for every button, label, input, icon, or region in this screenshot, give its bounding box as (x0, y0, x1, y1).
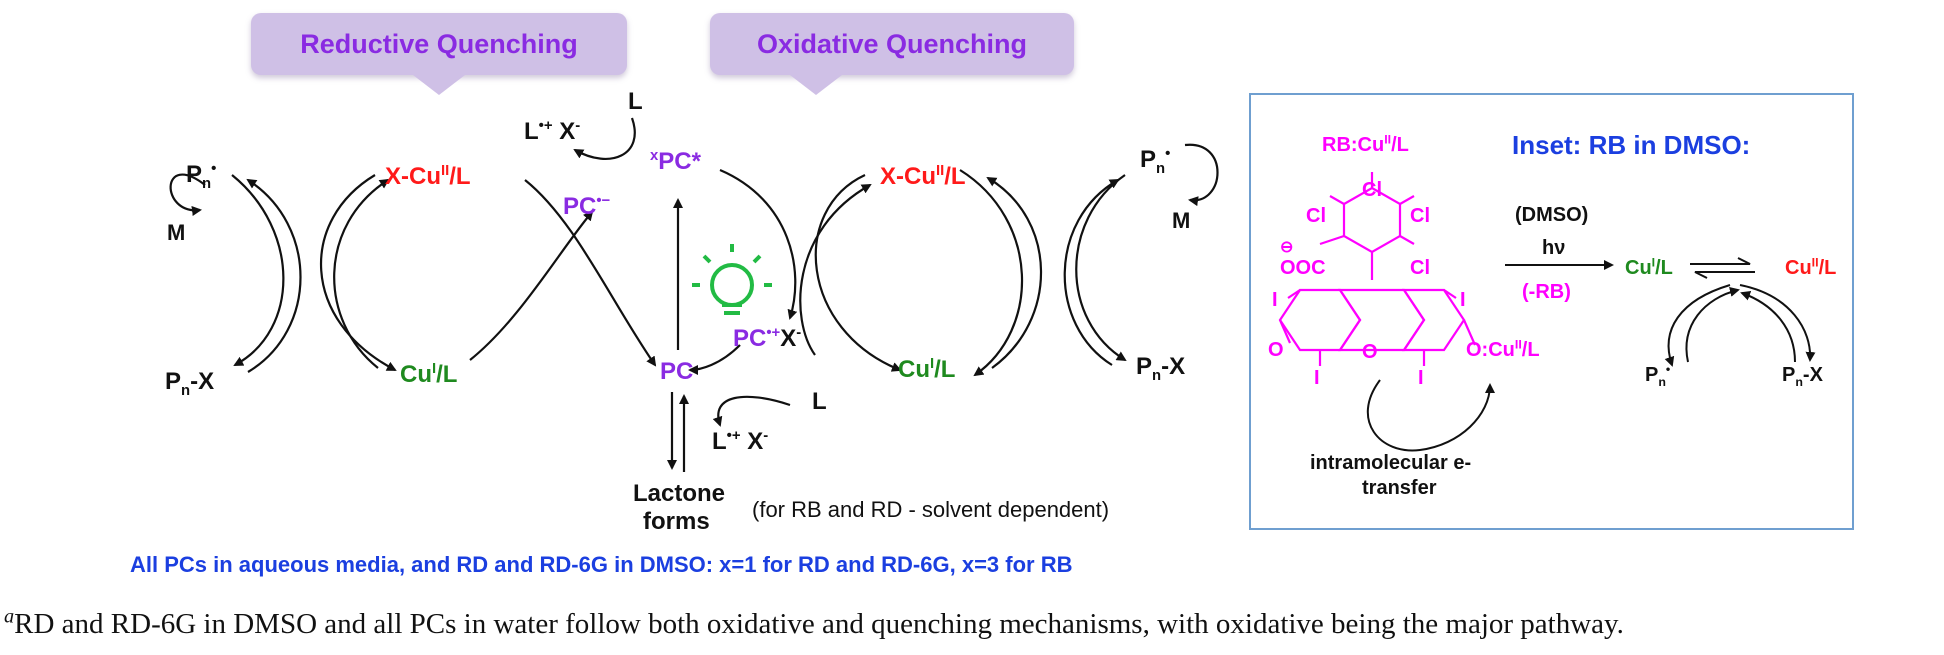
inset-arc-left-2 (1685, 287, 1740, 363)
inset-pn-radical: Pn• (1645, 362, 1671, 389)
pccation-to-pc-arc (688, 344, 741, 375)
pc-radical-anion: PC•− (563, 193, 611, 220)
etransfer-label-1: intramolecular e- (1310, 452, 1472, 474)
cond-loss: (-RB) (1522, 281, 1571, 303)
tab-oxidative-quenching: Oxidative Quenching (710, 13, 1074, 75)
right-outer-arc-1 (1075, 174, 1127, 362)
rb-complex-label: RB:CuII/L (1322, 132, 1409, 156)
l-bottom: L (812, 388, 827, 415)
iodine-2: I (1460, 289, 1466, 311)
tab-reductive-quenching: Reductive Quenching (251, 13, 627, 75)
left-outer-arc-2 (246, 178, 302, 373)
inset-arc-right-2 (1740, 291, 1796, 363)
cu1-to-pcanion-arc (469, 210, 594, 361)
cond-light: hν (1542, 237, 1566, 259)
l-top-arc (573, 117, 636, 160)
right-pn-x: Pn-X (1136, 353, 1186, 384)
carboxylate-ooc: OOC (1280, 257, 1326, 279)
lactone-label-1: Lactone (633, 480, 726, 507)
tab-oxidative-pointer (790, 75, 842, 95)
pc-radical-cation: PC•+X- (733, 325, 802, 352)
etransfer-arc (1366, 379, 1495, 452)
inset-cu1-l: CuI/L (1625, 255, 1673, 279)
scheme-footnote: All PCs in aqueous media, and RD and RD-… (130, 552, 1073, 577)
inset-title: Inset: RB in DMSO: (1512, 130, 1751, 160)
ketone-o: O (1268, 339, 1284, 361)
left-pn-radical: Pn• (186, 161, 217, 192)
right-outer-arc-2 (1063, 179, 1120, 366)
pcstar-to-pccation-arc (719, 168, 798, 320)
cond-solvent: (DMSO) (1515, 204, 1589, 226)
lightbulb-icon (692, 244, 772, 315)
ox-pcstar-to-cu (799, 184, 872, 356)
lactone-label-2: forms (643, 508, 710, 535)
left-cu1-l: CuI/L (400, 361, 458, 388)
right-pn-loop (1184, 143, 1219, 207)
left-m: M (167, 220, 186, 245)
left-pn-x: Pn-X (165, 368, 215, 399)
l-bottom-arc (712, 395, 791, 427)
tab-oxidative-label: Oxidative Quenching (756, 28, 1028, 59)
figure-caption: aRD and RD-6G in DMSO and all PCs in wat… (4, 605, 1624, 640)
inset-pn-x: Pn-X (1782, 364, 1823, 389)
carboxylate-charge: ⊖ (1280, 239, 1294, 256)
left-x-cu2-l: X-CuII/L (385, 163, 471, 190)
inset-panel (1249, 93, 1854, 530)
pc-excited: xPC* (650, 148, 701, 175)
ring-o: O (1362, 341, 1378, 363)
right-m: M (1172, 208, 1191, 233)
cl-left: Cl (1306, 205, 1326, 227)
iodine-3: I (1314, 367, 1320, 389)
l-radical-cation-bottom: L•+ X- (712, 428, 769, 455)
right-pn-radical: Pn• (1140, 146, 1171, 177)
ox-cu2-arc (814, 174, 902, 372)
tab-reductive-label: Reductive Quenching (300, 28, 578, 59)
inset-arc-left (1664, 284, 1731, 367)
right-x-cu2-l: X-CuII/L (880, 163, 966, 190)
cl-right-bottom: Cl (1410, 257, 1430, 279)
l-radical-cation-top: L•+ X- (524, 118, 581, 145)
etransfer-label-2: transfer (1362, 477, 1437, 499)
inset-arc-right (1739, 284, 1816, 362)
iodine-4: I (1418, 367, 1424, 389)
pc-ground: PC (660, 358, 694, 385)
iodine-1: I (1272, 289, 1278, 311)
l-top: L (628, 88, 643, 115)
right-cu-arc-2 (986, 176, 1043, 369)
left-pn-loop (169, 173, 206, 216)
left-outer-arc-1 (231, 174, 285, 366)
right-cu-arc-1 (959, 169, 1024, 377)
o-cu2-substituent: O:CuII/L (1466, 337, 1540, 361)
left-cu-arc-1 (320, 174, 397, 371)
cl-top: Cl (1362, 179, 1382, 201)
rose-bengal-structure (1278, 172, 1477, 366)
solvent-note: (for RB and RD - solvent dependent) (752, 497, 1110, 522)
inset-cu2-l: CuII/L (1785, 255, 1837, 279)
tab-reductive-pointer (413, 75, 465, 95)
left-cu-arc-2 (333, 178, 390, 369)
right-cu1-l: CuI/L (898, 356, 956, 383)
cl-right-top: Cl (1410, 205, 1430, 227)
red-to-pc-arc (524, 179, 657, 367)
